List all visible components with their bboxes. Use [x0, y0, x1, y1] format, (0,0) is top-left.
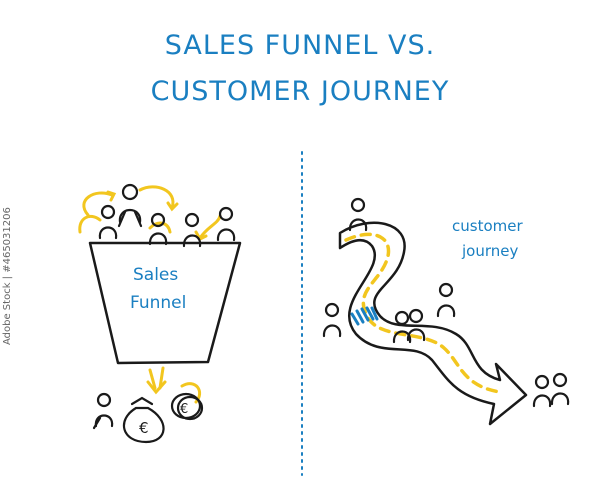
person-icon: [148, 212, 168, 246]
journey-group: customer journey: [322, 197, 570, 426]
person-icon: [92, 392, 114, 430]
funnel-label-1: Sales: [133, 265, 178, 285]
coin-icon: €: [170, 392, 204, 421]
svg-text:€: €: [180, 402, 188, 417]
crosswalk: [350, 306, 379, 326]
person-icon: [117, 183, 143, 228]
person-icon: [532, 374, 552, 408]
person-icon: [216, 206, 236, 242]
journey-label-1: customer: [452, 217, 523, 235]
person-icon: [392, 310, 412, 344]
road-arrow-icon: [338, 221, 528, 426]
money-bag-icon: €: [122, 396, 165, 444]
stock-id-label: Adobe Stock | #465031206: [2, 207, 13, 345]
person-icon: [436, 282, 456, 318]
person-icon: [550, 372, 570, 406]
svg-text:€: €: [139, 419, 149, 437]
funnel-icon: [88, 241, 242, 365]
title-line-1: SALES FUNNEL VS.: [164, 30, 436, 61]
person-icon: [322, 302, 342, 338]
journey-label-2: journey: [461, 242, 518, 260]
person-icon: [348, 197, 368, 232]
person-icon: [182, 212, 202, 248]
funnel-group: Sales Funnel € €: [78, 183, 242, 444]
person-icon: [98, 204, 118, 240]
title-line-2: CUSTOMER JOURNEY: [150, 76, 450, 107]
funnel-label-2: Funnel: [130, 293, 186, 313]
person-icon: [406, 308, 426, 342]
